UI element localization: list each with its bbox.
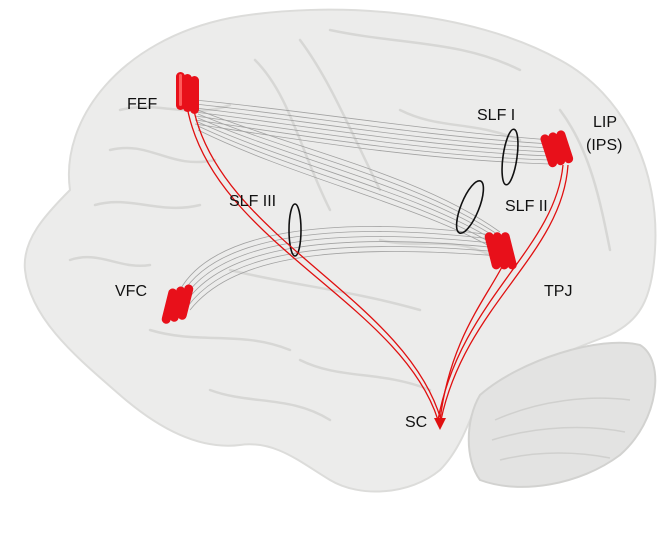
label-slf2: SLF II	[505, 198, 548, 216]
label-lip: LIP	[593, 114, 617, 132]
label-slf1: SLF I	[477, 107, 515, 125]
label-lip-ips: (IPS)	[586, 137, 622, 155]
label-tpj: TPJ	[544, 283, 572, 301]
label-fef: FEF	[127, 96, 157, 114]
label-sc: SC	[405, 414, 427, 432]
label-vfc: VFC	[115, 283, 147, 301]
region-fef	[176, 72, 199, 114]
label-slf3: SLF III	[229, 193, 276, 211]
